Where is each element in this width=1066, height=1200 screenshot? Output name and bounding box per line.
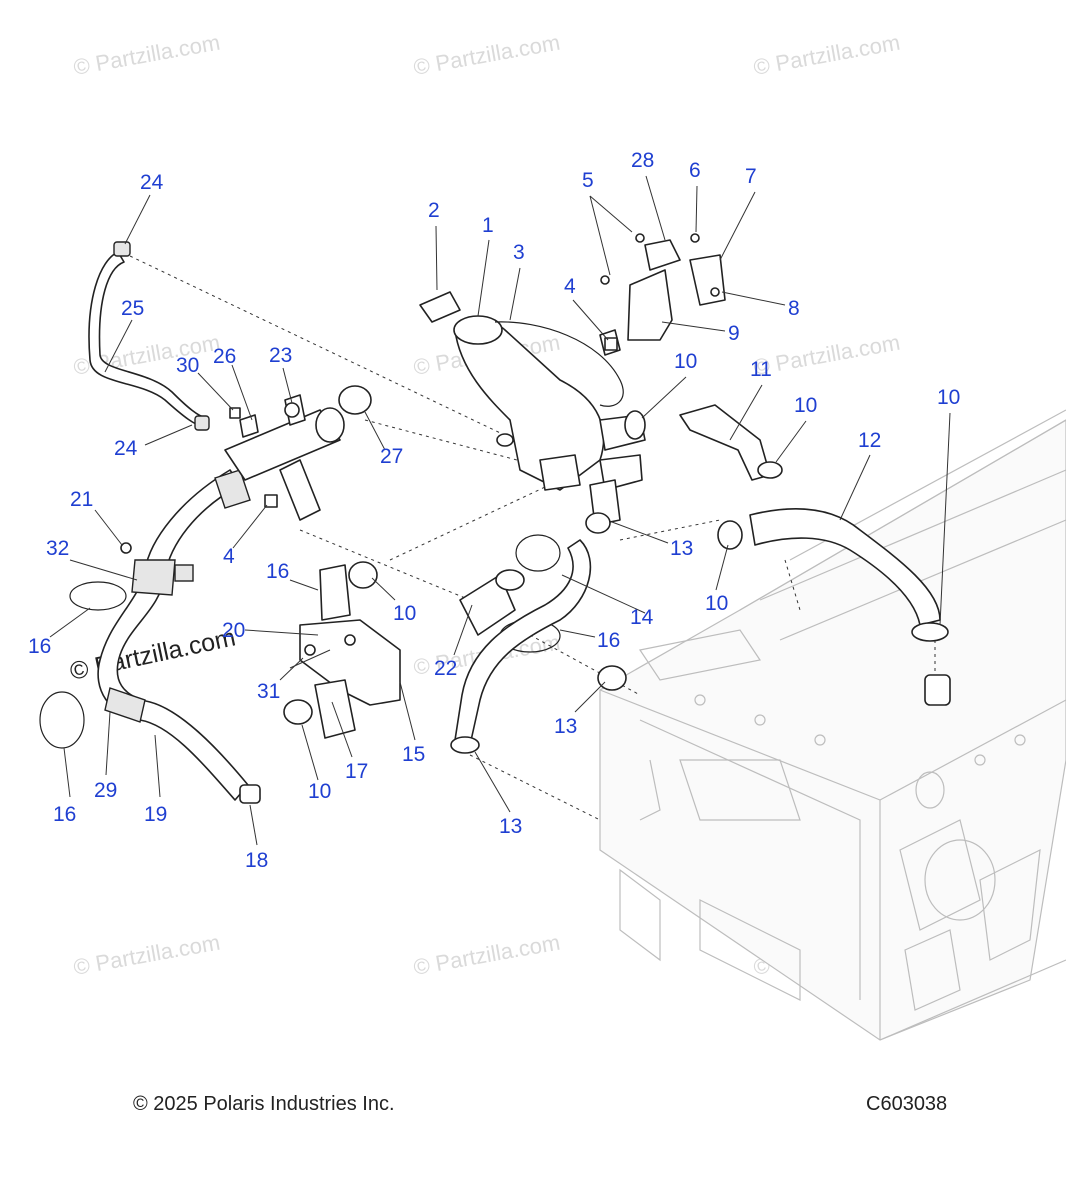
callout-2: 2 xyxy=(428,199,440,222)
callout-32: 32 xyxy=(46,537,69,560)
callout-29: 29 xyxy=(94,779,117,802)
watermark: © Partzilla.com xyxy=(752,330,902,380)
callout-9: 9 xyxy=(728,322,740,345)
callout-8: 8 xyxy=(788,297,800,320)
watermark: © Partzilla.com xyxy=(752,30,902,80)
callout-20: 20 xyxy=(222,619,245,642)
callout-1: 1 xyxy=(482,214,494,237)
leader-lines xyxy=(49,175,951,846)
callout-24: 24 xyxy=(114,437,138,460)
callout-21: 21 xyxy=(70,488,93,511)
callout-10: 10 xyxy=(705,592,728,615)
watermark: © Partzilla.com xyxy=(412,30,562,80)
callout-13: 13 xyxy=(554,715,577,738)
callout-16: 16 xyxy=(597,629,620,652)
callout-26: 26 xyxy=(213,345,236,368)
callout-19: 19 xyxy=(144,803,167,826)
callout-7: 7 xyxy=(745,165,757,188)
hose-25 xyxy=(88,241,210,431)
callout-14: 14 xyxy=(630,606,654,629)
callout-22: 22 xyxy=(434,657,457,680)
callout-16: 16 xyxy=(266,560,289,583)
callout-16: 16 xyxy=(28,635,51,658)
callout-3: 3 xyxy=(513,241,525,264)
callout-28: 28 xyxy=(631,149,654,172)
callout-12: 12 xyxy=(858,429,881,452)
callout-27: 27 xyxy=(380,445,403,468)
callout-5: 5 xyxy=(582,169,594,192)
callout-13: 13 xyxy=(499,815,522,838)
watermark: © Partzilla.com xyxy=(72,930,222,980)
bracket-assembly xyxy=(599,233,726,356)
callout-10: 10 xyxy=(308,780,331,803)
callout-15: 15 xyxy=(402,743,425,766)
watermark: © Partzilla.com xyxy=(412,930,562,980)
callout-23: 23 xyxy=(269,344,292,367)
hose-right xyxy=(624,404,951,706)
clamp-rings xyxy=(39,534,561,749)
callout-30: 30 xyxy=(176,354,199,377)
diagram-code: C603038 xyxy=(866,1093,948,1115)
callout-13: 13 xyxy=(670,537,693,560)
callout-24: 24 xyxy=(140,171,164,194)
hose-middle xyxy=(450,512,627,754)
callout-labels: 24 25 24 30 26 23 27 21 32 4 16 16 10 20… xyxy=(28,149,960,872)
callout-6: 6 xyxy=(689,159,701,182)
copyright-text: © 2025 Polaris Industries Inc. xyxy=(133,1093,395,1115)
watermark-prominent: © Partzilla.com xyxy=(67,623,238,685)
callout-16: 16 xyxy=(53,803,76,826)
callout-25: 25 xyxy=(121,297,144,320)
callout-10: 10 xyxy=(674,350,697,373)
thermostat-housing xyxy=(419,291,646,526)
callout-18: 18 xyxy=(245,849,268,872)
callout-10: 10 xyxy=(937,386,960,409)
callout-17: 17 xyxy=(345,760,368,783)
small-parts xyxy=(120,337,618,804)
chassis-frame xyxy=(599,409,1066,1041)
callout-4: 4 xyxy=(223,545,235,568)
callout-31: 31 xyxy=(257,680,280,703)
callout-10: 10 xyxy=(794,394,817,417)
watermark: © Partzilla.com xyxy=(72,30,222,80)
callout-4: 4 xyxy=(564,275,576,298)
callout-11: 11 xyxy=(750,358,772,381)
callout-10: 10 xyxy=(393,602,416,625)
hose-assembly-left xyxy=(97,469,251,801)
manifold-left xyxy=(224,385,372,521)
